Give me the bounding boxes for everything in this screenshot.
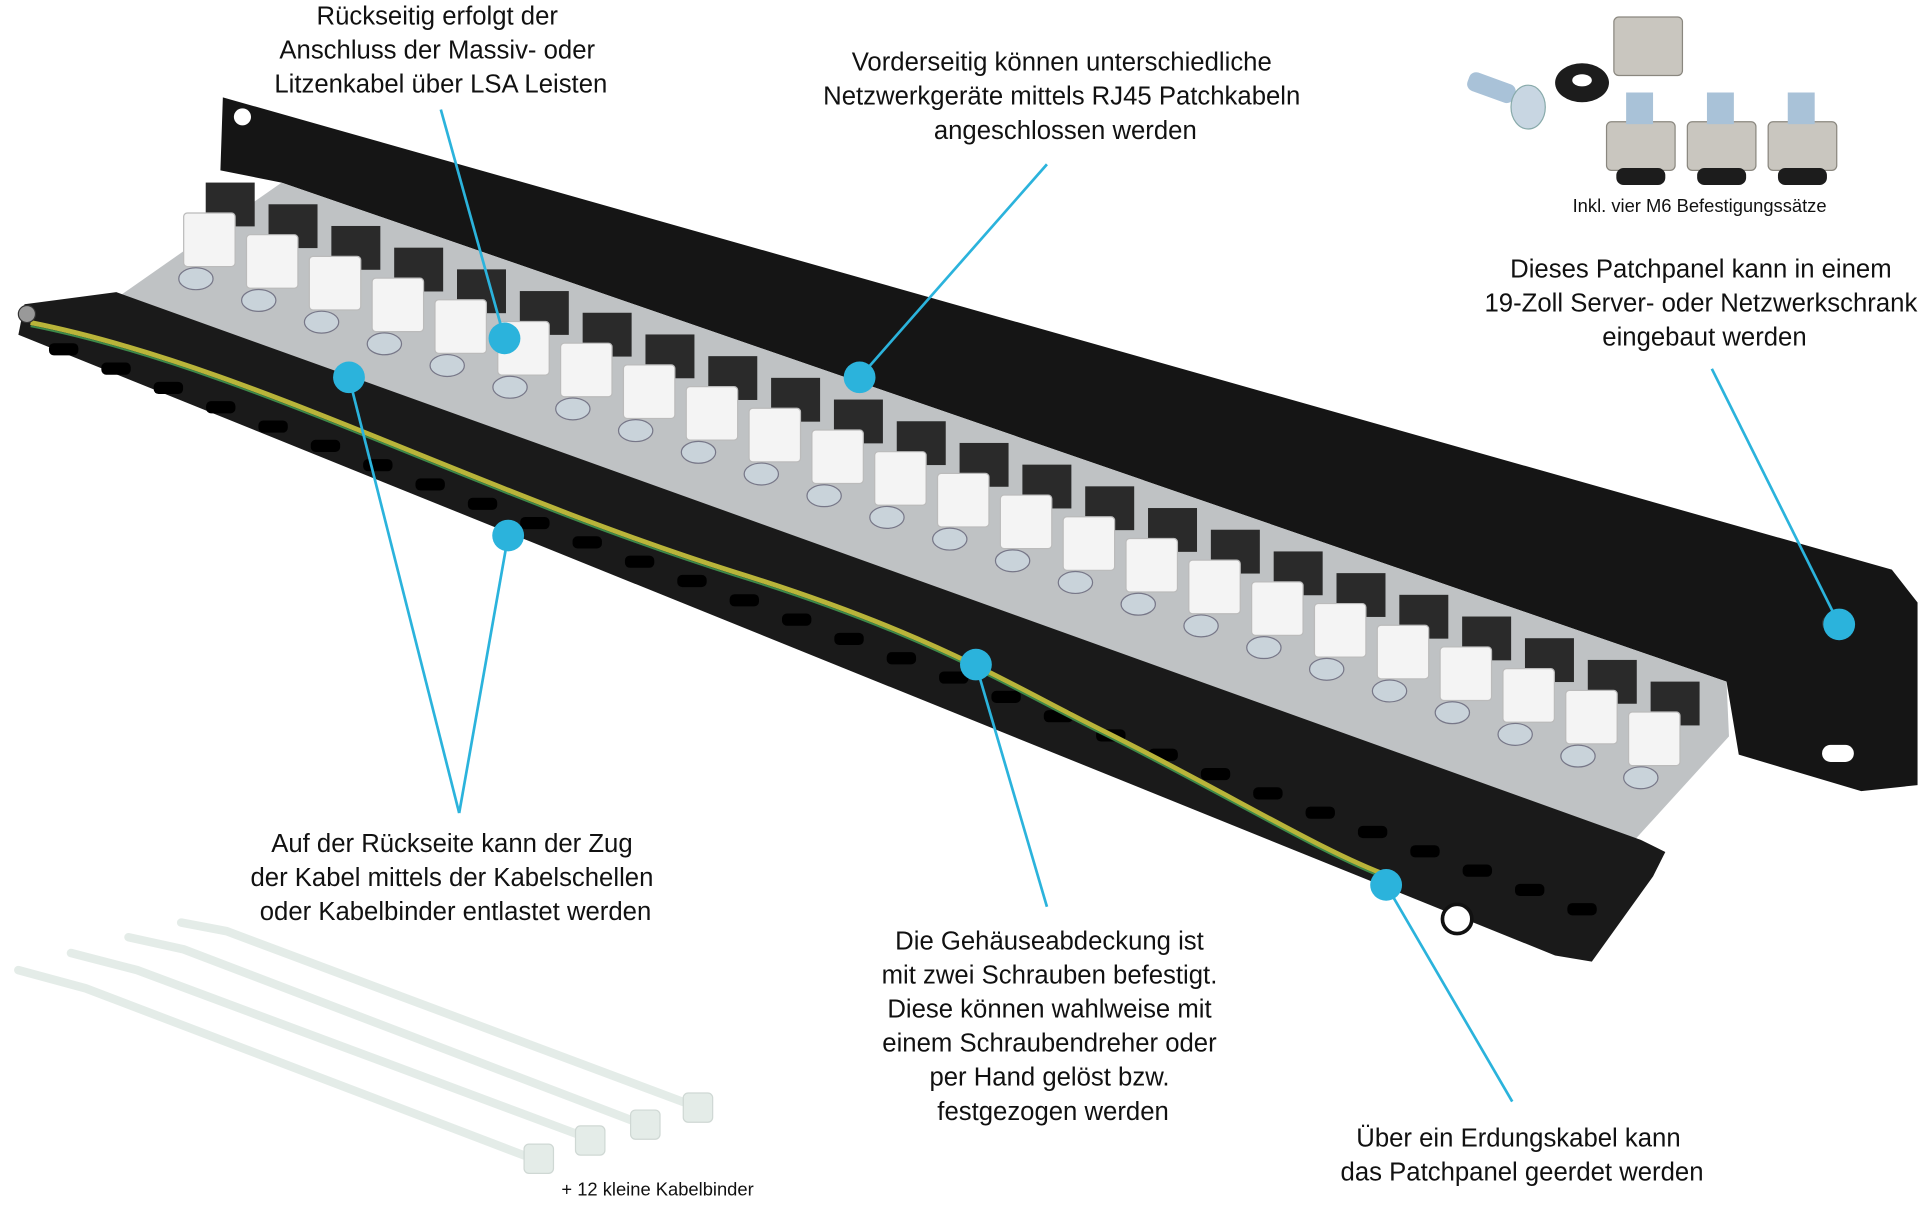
cable-clamp bbox=[743, 462, 780, 486]
callout-cover: Die Gehäuseabdeckung ist mit zwei Schrau… bbox=[882, 927, 1225, 1125]
slot bbox=[1410, 845, 1440, 858]
lsa-module bbox=[748, 407, 802, 463]
hardware-caption: Inkl. vier M6 Befestigungssätze bbox=[1573, 195, 1827, 216]
cable-clamp bbox=[1246, 636, 1282, 660]
callout-rack-mount: Dieses Patchpanel kann in einem 19-Zoll … bbox=[1485, 256, 1920, 352]
cable-clamp bbox=[429, 353, 465, 378]
cable-clamp bbox=[1371, 679, 1408, 703]
slot bbox=[781, 613, 812, 626]
callout-grounding: Über ein Erdungskabel kann das Patchpane… bbox=[1341, 1125, 1704, 1187]
lsa-module bbox=[936, 472, 990, 528]
cable-clamp bbox=[492, 375, 528, 399]
cable-clamp bbox=[1560, 744, 1596, 768]
cable-clamp bbox=[555, 397, 591, 421]
lsa-module bbox=[183, 212, 236, 268]
lsa-module bbox=[999, 494, 1053, 550]
lsa-module bbox=[308, 255, 362, 311]
slot bbox=[729, 594, 760, 607]
keystone-modules bbox=[178, 182, 1700, 790]
slot bbox=[363, 459, 393, 472]
slot bbox=[258, 420, 288, 433]
callout-strain-relief: Auf der Rückseite kann der Zug der Kabel… bbox=[250, 830, 660, 926]
cable-clamp bbox=[366, 332, 403, 356]
lsa-module bbox=[245, 234, 299, 289]
slot bbox=[310, 439, 341, 452]
cable-ties-caption: + 12 kleine Kabelbinder bbox=[561, 1178, 753, 1199]
lsa-module bbox=[1313, 602, 1367, 658]
lsa-module bbox=[434, 299, 488, 354]
slot bbox=[886, 652, 917, 665]
lsa-module bbox=[1502, 668, 1555, 723]
lsa-module bbox=[1062, 516, 1116, 571]
slot bbox=[991, 690, 1021, 703]
lsa-module bbox=[874, 451, 927, 506]
callout-front-rj45: Vorderseitig können unterschiedliche Net… bbox=[823, 49, 1307, 145]
cable-clamp bbox=[617, 419, 654, 443]
cable-clamp bbox=[994, 549, 1031, 573]
lsa-module bbox=[685, 385, 739, 441]
lsa-module bbox=[1565, 689, 1618, 745]
cable-ties-image bbox=[14, 918, 697, 1161]
slot bbox=[467, 497, 498, 510]
ground-wire bbox=[30, 320, 1391, 879]
slot bbox=[48, 343, 79, 356]
cable-clamp bbox=[932, 527, 968, 551]
slot bbox=[1200, 767, 1231, 781]
lsa-module bbox=[1125, 537, 1179, 593]
lsa-module bbox=[1439, 646, 1493, 702]
slot bbox=[939, 671, 969, 684]
slot bbox=[206, 401, 236, 414]
slot bbox=[834, 632, 864, 646]
cable-clamp bbox=[869, 505, 905, 529]
callout-markers bbox=[333, 109, 1856, 1103]
lsa-module bbox=[1376, 624, 1430, 680]
slot bbox=[1462, 864, 1493, 877]
lsa-module bbox=[811, 429, 864, 485]
lsa-module bbox=[622, 364, 676, 420]
cable-clamp bbox=[240, 288, 277, 312]
cable-clamp bbox=[1057, 570, 1094, 595]
slot bbox=[1305, 806, 1335, 819]
lsa-module bbox=[1627, 711, 1681, 767]
slot bbox=[1253, 787, 1283, 800]
slot bbox=[520, 517, 550, 530]
cable-clamp bbox=[680, 440, 717, 464]
slot bbox=[1514, 883, 1545, 897]
slot bbox=[153, 381, 184, 395]
mounting-hardware-image bbox=[1467, 16, 1838, 186]
lsa-module bbox=[1251, 581, 1304, 637]
cable-clamp bbox=[178, 267, 214, 291]
cable-clamp bbox=[1308, 657, 1345, 681]
slot bbox=[624, 555, 655, 568]
lsa-module bbox=[1188, 559, 1241, 615]
lsa-module bbox=[371, 277, 425, 333]
callout-rear-lsa: Rückseitig erfolgt der Anschluss der Mas… bbox=[274, 2, 607, 98]
ground-screw-icon bbox=[17, 304, 37, 324]
cable-clamp bbox=[1183, 614, 1219, 638]
cable-clamp bbox=[1434, 701, 1471, 725]
cable-clamp bbox=[303, 310, 340, 334]
cable-clamp bbox=[1623, 766, 1659, 790]
slot bbox=[1567, 903, 1597, 916]
cable-clamp bbox=[1120, 592, 1156, 616]
cable-clamp bbox=[1497, 722, 1533, 746]
slot bbox=[677, 574, 707, 588]
cable-clamp bbox=[806, 484, 842, 508]
panel-front-face bbox=[220, 97, 1918, 792]
slot bbox=[1357, 825, 1388, 839]
lsa-module bbox=[559, 342, 613, 398]
slot bbox=[101, 362, 131, 375]
slot bbox=[415, 478, 445, 491]
slot bbox=[572, 536, 602, 549]
